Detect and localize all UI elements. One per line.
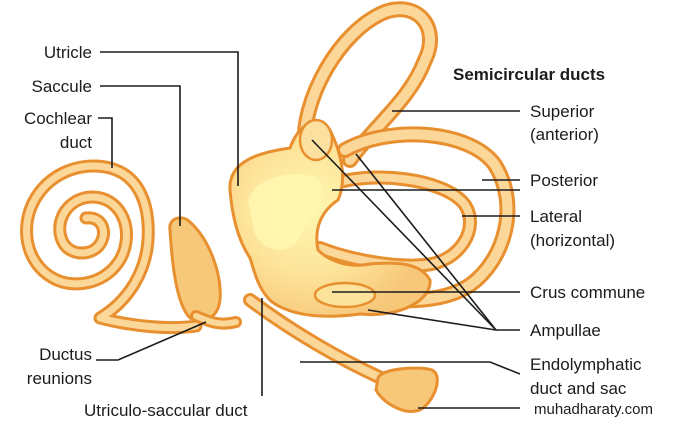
label-saccule: Saccule [32, 77, 92, 96]
label-posterior: Posterior [530, 171, 598, 190]
utricle-leader [100, 51, 239, 186]
saccule-leader [100, 85, 181, 226]
cochlear-duct-fill [23, 162, 200, 332]
endolymphatic-leader [300, 361, 521, 375]
ampullae-leader-3 [367, 309, 497, 331]
endolymphatic-sac-shape [374, 366, 439, 413]
crus-commune-ampulla [313, 281, 377, 309]
leader-lines [96, 51, 521, 409]
labyrinth-illustration [20, 1, 516, 413]
label-utriculo-saccular-duct: Utriculo-saccular duct [84, 401, 248, 420]
label-cochlear-duct-1: Cochlear [24, 109, 92, 128]
saccule-shape [168, 216, 222, 322]
label-endolymphatic-1: Endolymphatic [530, 355, 642, 374]
semicircular-ducts-heading: Semicircular ducts [453, 65, 605, 84]
ductus-reuniens-fill [193, 313, 239, 327]
label-cochlear-duct-2: duct [60, 133, 92, 152]
label-endolymphatic-2: duct and sac [530, 379, 627, 398]
ampullae-leader-2 [355, 153, 497, 331]
endolymphatic-duct-fill [246, 296, 394, 386]
lateral-duct-fill [316, 173, 474, 270]
label-lateral-2: (horizontal) [530, 231, 615, 250]
label-ductus-reunions-1: Ductus [39, 345, 92, 364]
label-superior-2: (anterior) [530, 125, 599, 144]
label-lateral-1: Lateral [530, 207, 582, 226]
ampullae-leader-1 [311, 139, 497, 331]
watermark: muhadharaty.com [534, 401, 653, 418]
utricle-highlight [248, 174, 322, 251]
label-utricle: Utricle [44, 43, 92, 62]
label-ampullae: Ampullae [530, 321, 601, 340]
cochlear-duct-leader [98, 117, 113, 168]
label-superior-1: Superior [530, 102, 595, 121]
label-ductus-reunions-2: reunions [27, 369, 92, 388]
label-crus-commune: Crus commune [530, 283, 645, 302]
superior-ampulla [298, 118, 334, 162]
ductus-reunions-leader [96, 321, 207, 361]
labels: Semicircular ducts Utricle Saccule Cochl… [24, 43, 653, 420]
